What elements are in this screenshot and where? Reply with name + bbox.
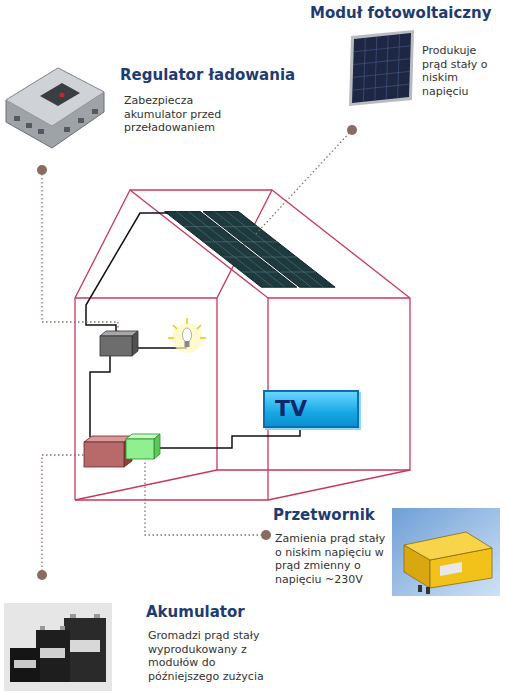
callout-description: Gromadzi prąd stały wyprodukowany z modu… — [148, 629, 280, 683]
terminal — [64, 127, 70, 132]
cell-line — [363, 38, 365, 102]
terminal — [92, 109, 98, 114]
cell-line — [353, 59, 410, 65]
pv-module-grid — [352, 34, 410, 102]
cell-line — [354, 46, 411, 52]
cell-line — [386, 35, 388, 99]
controller-terminals — [14, 109, 98, 134]
battery-photo — [36, 630, 70, 682]
pv-module-cells — [352, 33, 411, 103]
leader-dot — [261, 530, 271, 540]
controller-box — [100, 336, 132, 356]
roof-solar-panel — [203, 212, 335, 288]
panel-grid-line — [227, 212, 324, 288]
bulb-ray — [186, 318, 188, 324]
inverter-cable-gland — [426, 587, 430, 594]
controller-display — [40, 83, 80, 106]
battery-terminal — [94, 614, 100, 618]
panel-grid-line — [177, 212, 274, 288]
panel-grid-line — [184, 226, 220, 227]
floor-line — [75, 470, 217, 500]
callout-description: Zabezpiecza akumulator przed przeładowan… — [124, 94, 238, 135]
cell-line — [353, 71, 410, 77]
panel-grid-line — [203, 241, 239, 242]
leader-line — [42, 170, 118, 331]
callout-heading: Moduł fotowoltaiczny — [310, 4, 504, 22]
callout-heading: Regulator ładowania — [120, 66, 305, 84]
terminal — [26, 123, 32, 128]
leader-dot — [37, 165, 47, 175]
bulb-ray — [197, 325, 201, 329]
controller-box — [132, 331, 138, 356]
inverter-photo-lid — [404, 532, 492, 560]
battery-label — [40, 648, 65, 658]
leader-line — [42, 455, 84, 575]
terminal — [38, 129, 44, 134]
component-callout: Moduł fotowoltaicznyProdukuje prąd stały… — [308, 4, 504, 104]
panel-grid-line — [242, 241, 278, 242]
component-callout: Regulator ładowaniaZabezpiecza akumulato… — [120, 66, 305, 146]
callout-description: Zamienia prąd stały o niskim napięciu w … — [275, 532, 387, 586]
battery-photo — [64, 618, 106, 682]
component-callout: AkumulatorGromadzi prąd stały wyprodukow… — [146, 603, 286, 695]
roof-ridge — [130, 189, 272, 190]
bulb-base — [185, 341, 190, 347]
battery-label — [70, 640, 100, 652]
component-callout: PrzetwornikZamienia prąd stały o niskim … — [273, 506, 391, 601]
callout-description: Produkuje prąd stały o niskim napięciu — [422, 44, 496, 98]
panel-grid-line — [261, 257, 297, 258]
battery-terminal — [40, 626, 45, 630]
panel-grid-line — [222, 226, 257, 227]
panel-grid-line — [188, 212, 285, 288]
tv-label: TV — [265, 392, 357, 426]
controller-led — [60, 93, 65, 98]
inverter-cable-gland — [418, 585, 422, 592]
inverter-photo-background — [392, 508, 500, 596]
battery-box — [84, 442, 124, 467]
terminal — [14, 116, 20, 121]
inverter-box — [154, 434, 160, 459]
panel-grid-line — [215, 212, 312, 288]
wire — [86, 213, 168, 332]
battery-photo — [10, 648, 40, 682]
light-bulb — [183, 328, 192, 342]
bulb-ray — [168, 337, 174, 339]
leader-dot — [37, 570, 47, 580]
bulb-glow — [172, 323, 202, 353]
inverter-label-plate — [440, 562, 462, 576]
battery-terminal — [70, 614, 76, 618]
cell-line — [398, 34, 400, 98]
leader-dot — [347, 125, 357, 135]
battery-label — [14, 660, 36, 668]
panel-grid-line — [280, 272, 316, 273]
pv-module-photo — [349, 30, 414, 106]
battery-photo-background — [4, 603, 112, 691]
cell-line — [375, 37, 377, 101]
floor-line — [268, 470, 410, 500]
inverter-box — [126, 439, 154, 459]
terminal — [78, 118, 84, 123]
wire — [90, 356, 110, 437]
bulb-ray — [200, 337, 206, 339]
house-outline — [75, 190, 410, 500]
eave-line — [75, 297, 217, 298]
callout-heading: Akumulator — [146, 603, 286, 621]
tv-screen: TV — [263, 390, 359, 428]
leader-line — [145, 460, 266, 535]
leader-line — [255, 130, 352, 235]
wire — [154, 430, 300, 448]
callout-heading: Przetwornik — [273, 506, 391, 524]
panel-grid-line — [223, 257, 259, 258]
controller-photo-top — [6, 68, 104, 126]
panel-grid-line — [242, 272, 278, 273]
battery-terminal — [60, 626, 65, 630]
controller-photo — [6, 68, 104, 148]
cell-line — [352, 84, 409, 90]
eave-line — [268, 297, 410, 298]
panel-grid — [177, 212, 324, 288]
bulb-ray — [173, 325, 177, 329]
